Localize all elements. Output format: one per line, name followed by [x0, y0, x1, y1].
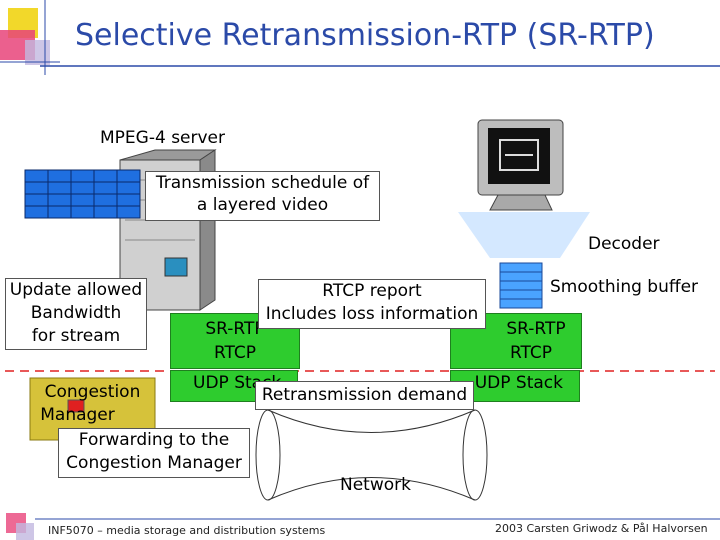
network-pipe-icon [255, 409, 488, 501]
packet-icon [67, 399, 85, 413]
schedule-callout-line2: a layered video [196, 195, 329, 215]
decoder-beam [458, 212, 590, 258]
schedule-callout-line1: Transmission schedule of [155, 173, 370, 193]
forwarding-callout: Forwarding to the Congestion Manager [58, 428, 250, 478]
congestion-line1: Congestion [44, 382, 141, 402]
mpeg-server-label: MPEG-4 server [100, 128, 226, 148]
corner-decoration-bottom [6, 513, 34, 540]
rtcp-report-line1: RTCP report [322, 281, 422, 301]
left-rtcp-label: RTCP [213, 343, 257, 363]
smoothing-buffer-label: Smoothing buffer [550, 277, 699, 297]
right-srrtp-block: SR-RTP RTCP [450, 313, 582, 369]
title-underline [40, 65, 720, 67]
footer-rule [35, 518, 720, 520]
footer-credit: 2003 Carsten Griwodz & Pål Halvorsen [495, 522, 708, 535]
rtcp-report-callout: RTCP report Includes loss information [258, 279, 486, 329]
rtcp-report-line2: Includes loss information [265, 304, 479, 324]
right-srrtp-label: SR-RTP [506, 319, 566, 339]
update-line3: for stream [31, 326, 121, 346]
slide-title: Selective Retransmission-RTP (SR-RTP) [75, 18, 655, 53]
update-bandwidth-callout: Update allowed Bandwidth for stream [5, 278, 147, 350]
decoder-label: Decoder [588, 234, 660, 254]
footer-course: INF5070 – media storage and distribution… [48, 524, 326, 537]
update-line1: Update allowed [9, 280, 143, 300]
left-srrtp-label: SR-RTP [205, 319, 265, 339]
monitor-icon [477, 119, 564, 211]
right-udp-label: UDP Stack [474, 373, 563, 393]
forwarding-line1: Forwarding to the [78, 430, 230, 450]
congestion-manager-label: Congestion Manager [30, 381, 155, 427]
schedule-callout: Transmission schedule of a layered video [145, 171, 380, 221]
retransmission-demand-callout: Retransmission demand [255, 381, 474, 410]
smoothing-buffer-icon [499, 262, 543, 309]
transmission-schedule-grid [24, 169, 141, 219]
corner-decoration [0, 0, 60, 75]
update-line2: Bandwidth [30, 303, 122, 323]
right-rtcp-label: RTCP [509, 343, 553, 363]
congestion-line2: Manager [40, 405, 115, 425]
forwarding-line2: Congestion Manager [66, 453, 242, 473]
network-label: Network [340, 475, 411, 495]
